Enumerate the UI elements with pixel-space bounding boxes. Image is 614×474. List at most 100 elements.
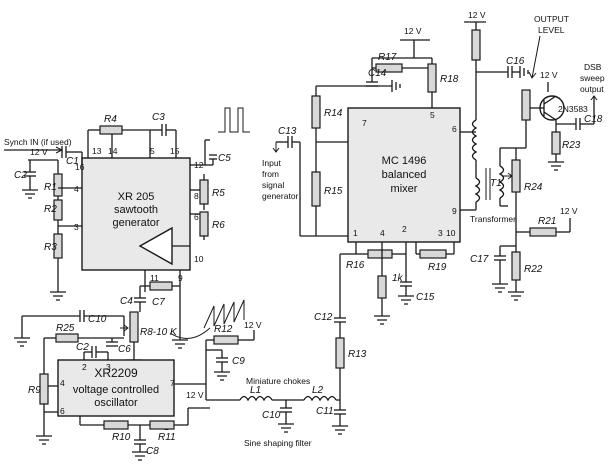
label-c2: C2	[14, 170, 27, 181]
supply-12v-label: 12 V	[244, 320, 262, 330]
xr2209-pin-6: 6	[60, 406, 65, 416]
input-label-line3: signal	[262, 180, 284, 190]
label-r6: R6	[212, 220, 225, 231]
output-stage: 12 V C16 T1 Transformer R24	[460, 10, 605, 301]
label-c3: C3	[152, 112, 165, 123]
ground-icon	[374, 315, 390, 325]
xr2209-pin-3: 3	[106, 362, 111, 372]
inductor-l1	[239, 395, 273, 402]
label-r11: R11	[158, 432, 176, 443]
supply-12v-label: 12 V	[404, 26, 422, 36]
ground-icon	[492, 283, 508, 293]
ground-icon	[214, 371, 230, 381]
output-level-label-line1: OUTPUT	[534, 14, 569, 24]
mc1496-pin-9: 9	[452, 206, 457, 216]
label-c4: C4	[120, 296, 133, 307]
mc1496-chip	[347, 107, 461, 243]
label-c9: C9	[232, 356, 245, 367]
resistor-r14	[311, 95, 321, 129]
label-r9: R9	[28, 385, 41, 396]
synch-in-label: Synch IN (if used)	[4, 137, 72, 147]
label-c11: C11	[316, 406, 334, 417]
transformer-primary-coil	[471, 119, 478, 161]
xr205-pin-15: 15	[170, 146, 180, 156]
xr205-pin-8: 8	[194, 191, 199, 201]
label-c10: C10	[88, 314, 107, 325]
xr2209-pin-7: 7	[170, 378, 175, 388]
label-c1: C1	[66, 156, 79, 167]
curved-pointer-arrow	[169, 327, 211, 339]
dsb-output-label-line2: sweep	[580, 73, 605, 83]
mc1496-pin-7: 7	[362, 118, 367, 128]
label-r13: R13	[348, 349, 367, 360]
label-r17: R17	[378, 52, 397, 63]
label-r25: R25	[56, 323, 75, 334]
mc1496-function: balanced	[382, 169, 427, 181]
label-r24: R24	[524, 182, 543, 193]
label-r4: R4	[104, 114, 117, 125]
xr2209-function-2: oscillator	[94, 397, 138, 409]
label-c6: C6	[118, 344, 131, 355]
xr2209-vco: XR2209 voltage controlled oscillator 2 3…	[14, 310, 262, 461]
arrow-icon	[272, 142, 280, 153]
arrow-icon	[590, 95, 598, 101]
ground-icon	[36, 435, 52, 445]
resistor-r7	[149, 281, 173, 291]
input-label-line2: from	[262, 169, 279, 179]
xr205-pin-14: 14	[108, 146, 118, 156]
label-c14: C14	[368, 68, 387, 79]
xr205-function-2: generator	[112, 217, 159, 229]
ground-icon	[391, 80, 401, 92]
ground-icon	[172, 339, 188, 349]
label-c13: C13	[278, 126, 297, 137]
resistor-r13	[335, 337, 345, 369]
potentiometer-r8	[129, 311, 139, 343]
supply-12v-label: 12 V	[540, 70, 558, 80]
transistor-collector	[543, 95, 557, 105]
mc1496-pin-10: 10	[446, 228, 456, 238]
dsb-output-label-line1: DSB	[584, 62, 602, 72]
filter-label: Sine shaping filter	[244, 438, 312, 448]
xr2209-function: voltage controlled	[73, 384, 159, 396]
output-level-label-line2: LEVEL	[538, 25, 565, 35]
inductor-l2	[303, 395, 337, 402]
label-l1: L1	[250, 385, 261, 396]
xr2209-chip	[57, 359, 175, 417]
resistor-r16	[367, 249, 393, 259]
supply-12v-label: 12 V	[560, 206, 578, 216]
ground-icon	[332, 425, 348, 435]
transformer-secondary-coil	[498, 165, 505, 199]
supply-12v-label: 12 V	[186, 390, 204, 400]
ground-icon	[50, 291, 66, 301]
xr205-pin-6: 6	[194, 212, 199, 222]
supply-12v-label: 12 V	[468, 10, 486, 20]
label-r5: R5	[212, 188, 225, 199]
xr205-pin-3: 3	[74, 222, 79, 232]
xr205-function: sawtooth	[114, 204, 158, 216]
supply-12v-label: 12 V	[30, 147, 48, 157]
xr205-pin-11: 11	[150, 273, 159, 283]
pointer-arrow-icon	[528, 35, 541, 79]
ground-icon	[508, 291, 524, 301]
resistor-r5	[199, 179, 209, 205]
label-r23: R23	[562, 140, 581, 151]
ground-icon	[22, 189, 38, 199]
mc1496-pin-6: 6	[452, 124, 457, 134]
chokes-label: Miniature chokes	[246, 376, 310, 386]
ground-icon	[14, 337, 30, 347]
dsb-output-label-line3: output	[580, 84, 604, 94]
resistor-r12	[213, 335, 239, 345]
xr205-pin-5: 5	[150, 146, 155, 156]
wiper-arrow-icon	[502, 172, 513, 180]
label-c12: C12	[314, 312, 333, 323]
label-r19: R19	[428, 262, 447, 273]
mc1496-pin-4: 4	[380, 228, 385, 238]
transformer-coil-lower	[474, 177, 481, 203]
mc1496-pin-1: 1	[353, 228, 358, 238]
input-label-line4: generator	[262, 191, 299, 201]
transformer-label: Transformer	[470, 214, 516, 224]
input-label-line1: Input	[262, 158, 282, 168]
label-r15: R15	[324, 186, 343, 197]
label-r1: R1	[44, 182, 57, 193]
